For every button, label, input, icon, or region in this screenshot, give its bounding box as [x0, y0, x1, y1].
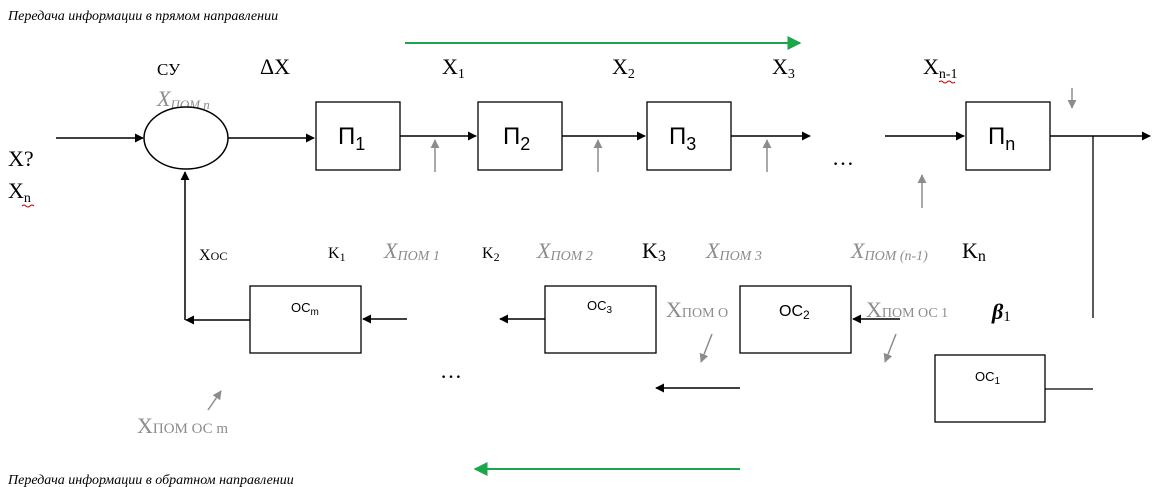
block-p3-label: П3 [669, 123, 696, 154]
block-oc3-label: ОС3 [587, 298, 613, 316]
beta1-label: β1 [991, 299, 1011, 325]
cy-label: СУ [157, 60, 181, 79]
input-x-question: X? [8, 146, 34, 171]
xos-label: XОС [199, 247, 227, 264]
disturbance-arrow-oc [699, 333, 713, 363]
x2-label: X2 [612, 54, 635, 82]
block-oc1 [934, 354, 1046, 423]
spell-underline [938, 80, 956, 84]
xpom-oc-label: XПОМ О [666, 297, 728, 322]
block-ocm [249, 285, 362, 354]
block-pn-label: Пn [988, 123, 1015, 154]
summing-junction [143, 106, 229, 170]
block-oc1-label: ОС1 [975, 369, 1001, 387]
block-pn [965, 101, 1051, 171]
block-oc2-label: ОС2 [779, 303, 810, 322]
ellipsis-top: … [832, 145, 854, 170]
block-p1 [315, 101, 401, 171]
xpom3-label: XПОМ 3 [705, 238, 762, 264]
xn1-label: Xn-1 [923, 54, 958, 82]
forward-caption: Передача информации в прямом направлении [7, 9, 278, 24]
block-p1-label: П1 [338, 123, 365, 154]
block-oc2 [739, 285, 852, 354]
disturbance-arrow-oc1 [883, 333, 897, 363]
k3-label: K3 [642, 238, 666, 265]
disturbance-arrow-ocm [207, 390, 222, 411]
block-oc3 [544, 285, 657, 354]
xpom1-label: XПОМ 1 [383, 238, 440, 264]
input-xn-label: Xn [8, 178, 31, 206]
block-p2-label: П2 [503, 123, 530, 154]
x1-label: X1 [442, 54, 465, 82]
k2-label: K2 [482, 245, 500, 264]
xpom-n1-label: XПОМ (n-1) [850, 238, 928, 264]
spell-underline [21, 204, 35, 208]
k1-label: K1 [328, 245, 346, 264]
xpom2-label: XПОМ 2 [536, 238, 593, 264]
block-ocm-label: ОСm [291, 300, 319, 318]
x3-label: X3 [772, 54, 795, 82]
block-p3 [646, 101, 732, 171]
backward-caption: Передача информации в обратном направлен… [7, 473, 294, 487]
xpom-oc1-label: XПОМ ОС 1 [866, 297, 948, 322]
ellipsis-bottom: … [440, 358, 462, 383]
delta-x-label: ΔX [260, 54, 290, 79]
xpom-ocm-label: XПОМ ОС m [137, 413, 228, 438]
kn-label: Kn [962, 238, 986, 265]
